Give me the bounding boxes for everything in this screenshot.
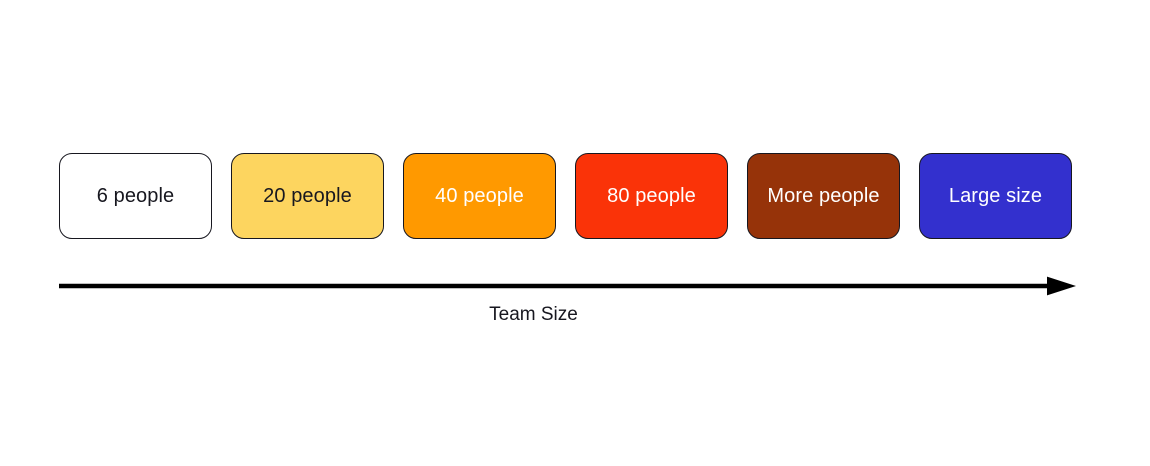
stage-box-5[interactable]: More people	[747, 153, 900, 239]
stage-label-5: More people	[767, 185, 880, 207]
axis-title: Team Size	[489, 304, 578, 325]
stage-box-3[interactable]: 40 people	[403, 153, 556, 239]
stage-label-4: 80 people	[607, 185, 696, 207]
stage-label-3: 40 people	[435, 185, 524, 207]
stage-box-1[interactable]: 6 people	[59, 153, 212, 239]
stage-box-4[interactable]: 80 people	[575, 153, 728, 239]
stage-label-6: Large size	[948, 185, 1043, 207]
stage-box-6[interactable]: Large size	[919, 153, 1072, 239]
stage-label-2: 20 people	[263, 185, 352, 207]
team-size-arrow-icon	[59, 276, 1076, 296]
stage-label-1: 6 people	[96, 185, 175, 207]
stage-box-2[interactable]: 20 people	[231, 153, 384, 239]
